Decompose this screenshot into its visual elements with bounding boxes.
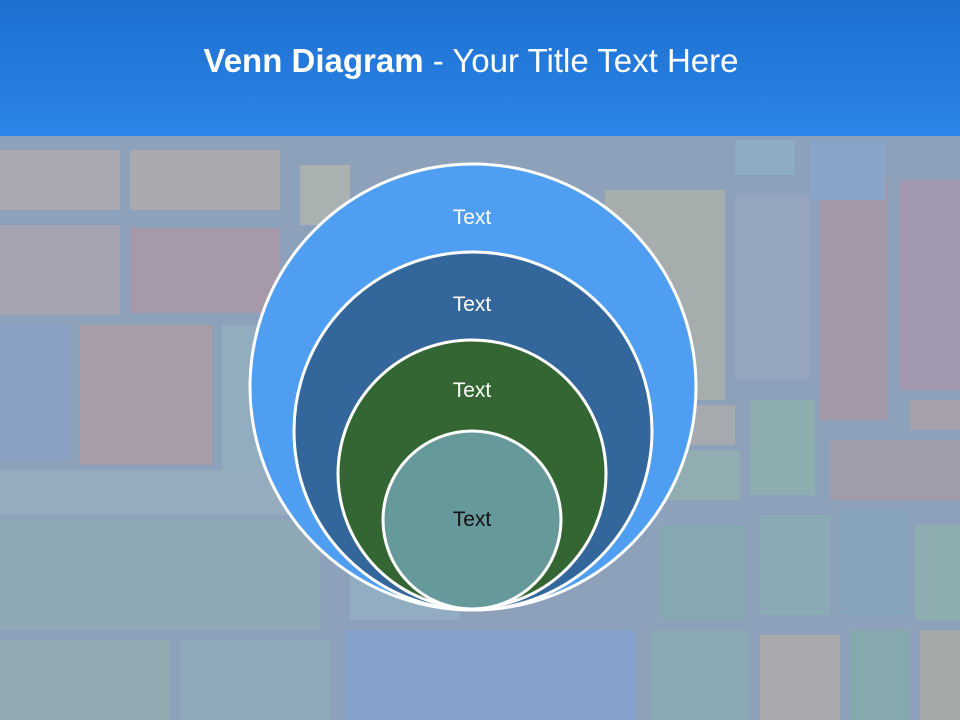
title-bold: Venn Diagram	[203, 42, 424, 79]
venn-circle-inner	[381, 429, 563, 611]
venn-label-inner: Text	[453, 508, 492, 531]
venn-label-second: Text	[453, 293, 492, 316]
slide-title: Venn Diagram - Your Title Text Here	[0, 42, 942, 80]
venn-label-outer: Text	[453, 206, 492, 229]
title-rest: - Your Title Text Here	[423, 42, 739, 79]
venn-label-third: Text	[453, 379, 492, 402]
title-bar: Venn Diagram - Your Title Text Here	[0, 0, 960, 136]
